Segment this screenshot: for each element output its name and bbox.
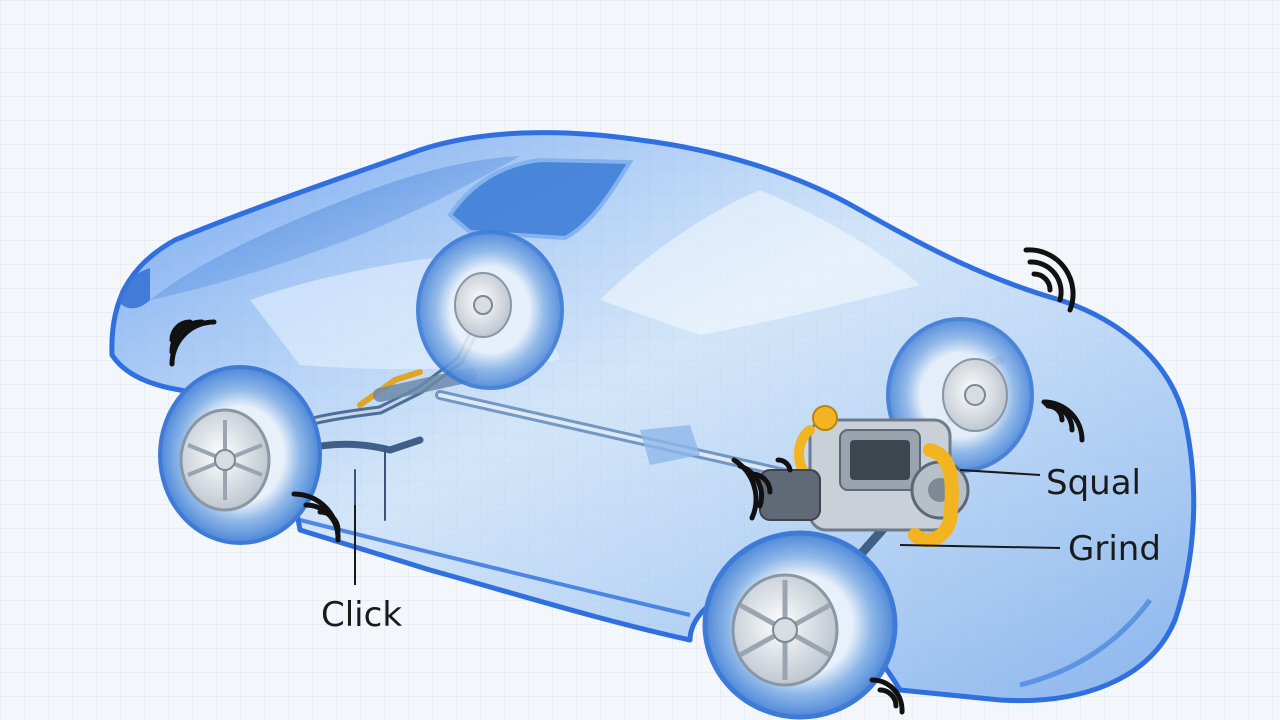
sound-wave-icon xyxy=(869,677,905,715)
sound-wave-icon xyxy=(1041,399,1085,443)
sound-wave-icon xyxy=(169,319,217,367)
click-label: Click xyxy=(321,595,402,635)
engine xyxy=(759,405,970,547)
front-left-wheel xyxy=(702,530,898,720)
rear-left-wheel xyxy=(158,365,322,545)
rear-right-wheel xyxy=(416,230,564,390)
squeal-label: Squal xyxy=(1046,463,1141,503)
sunroof xyxy=(447,157,634,241)
car-body xyxy=(109,130,1197,704)
leader-lines xyxy=(354,469,1061,585)
sound-wave-icon xyxy=(291,491,341,543)
grind-label: Grind xyxy=(1068,529,1161,569)
sound-wave-icon xyxy=(731,457,793,521)
sound-wave-icon xyxy=(1023,247,1076,313)
